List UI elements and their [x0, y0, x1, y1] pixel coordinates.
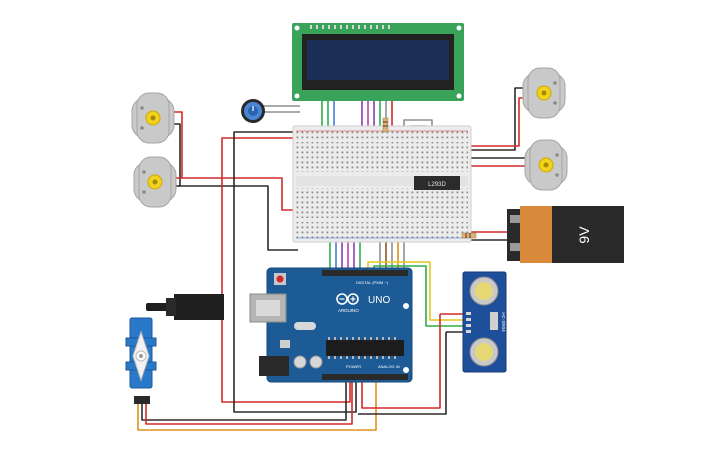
wire-servo-red: [145, 378, 353, 425]
ultrasonic-sensor: HC-SR04: [462, 271, 507, 373]
wire-servo-orange: [137, 378, 377, 431]
potentiometer: [241, 99, 265, 123]
ultrasonic-label: HC-SR04: [501, 312, 506, 332]
wire-right-motor-top-black: [470, 87, 525, 151]
arduino-brand: ARDUINO: [338, 308, 359, 313]
wire-left-motor-top-black: [172, 123, 298, 251]
arduino-uno: UNO ARDUINO DIGITAL (PWM ~) POWER ANALOG…: [249, 267, 413, 383]
lcd-header-pins: [310, 25, 390, 29]
dc-motor-left-top: [131, 92, 175, 144]
servo-motor: [125, 317, 157, 404]
dc-motor-left-bottom: [133, 156, 177, 208]
driver-chip-label: L293D: [428, 182, 446, 188]
wire-sensor-yellow: [367, 261, 468, 321]
lcd-display: [292, 23, 464, 101]
arduino-power-label: POWER: [346, 364, 361, 369]
wire-servo-black: [141, 378, 347, 421]
resistor-right: [461, 232, 477, 239]
dc-motor-right-bottom: [524, 139, 568, 191]
usb-cable: [146, 294, 224, 320]
breadboard: [292, 125, 472, 243]
arduino-analog-label: ANALOG IN: [378, 364, 400, 369]
wire-power-red-loop: [221, 137, 351, 403]
resistor-top: [382, 117, 389, 133]
dc-motor-right-top: [522, 67, 566, 119]
battery-label: 9V: [576, 226, 592, 244]
arduino-digital-label: DIGITAL (PWM ~): [356, 280, 389, 285]
wire-ground-black-loop: [233, 131, 357, 413]
motor-driver-chip: L293D: [414, 176, 460, 190]
arduino-logo-icon: [336, 293, 359, 305]
wire-left-motor-top-red: [172, 111, 298, 211]
arduino-model: UNO: [368, 295, 390, 306]
battery-9v: 9V: [507, 206, 624, 263]
wire-right-motor-top-red: [470, 97, 525, 147]
